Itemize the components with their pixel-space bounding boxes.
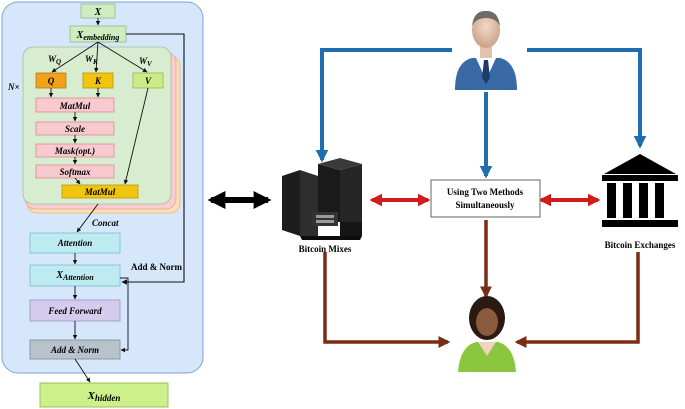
wq-label: WQ	[48, 54, 61, 66]
input-x-label: X	[94, 7, 102, 18]
mixes-label: Bitcoin Mixes	[299, 244, 352, 254]
blue-arrow-to-exchanges	[527, 48, 647, 149]
mask-label: Mask(opt.)	[54, 146, 95, 156]
businessman-icon	[455, 10, 517, 90]
brown-arrow-from-exchanges	[514, 252, 640, 348]
concat-label: Concat	[92, 218, 119, 228]
q-label: Q	[48, 76, 55, 86]
bank-icon	[602, 154, 678, 227]
exchanges-label: Bitcoin Exchanges	[605, 240, 676, 250]
matmul2-label: MatMul	[84, 187, 116, 197]
feed-forward-label: Feed Forward	[47, 306, 102, 316]
attention-label: Attention	[57, 238, 93, 248]
wk-label: WK	[85, 54, 99, 66]
x-attention-label: XAttention	[55, 270, 94, 282]
softmax-label: Softmax	[59, 167, 91, 177]
x-hidden-box	[39, 382, 169, 408]
wv-label: WV	[139, 56, 153, 68]
add-norm-label: Add & Norm	[131, 262, 183, 272]
add-norm-box-label: Add & Norm	[50, 345, 99, 355]
center-line1: Using Two Methods	[447, 187, 524, 197]
embedding-label: Xembedding	[76, 30, 120, 42]
server-cubes-icon	[282, 158, 362, 240]
woman-icon	[458, 296, 516, 372]
v-label: V	[145, 76, 152, 86]
center-line2: Simultaneously	[455, 200, 515, 210]
repeat-label: N×	[7, 82, 20, 92]
matmul1-label: MatMul	[59, 101, 91, 111]
k-label: K	[94, 76, 102, 86]
scale-label: Scale	[65, 124, 85, 134]
blue-arrow-to-mixes	[315, 48, 452, 163]
matmul2-box	[61, 184, 139, 199]
center-method-box	[430, 179, 541, 218]
brown-arrow-from-mixes	[323, 252, 451, 348]
x-hidden-label: Xhidden	[87, 390, 121, 403]
